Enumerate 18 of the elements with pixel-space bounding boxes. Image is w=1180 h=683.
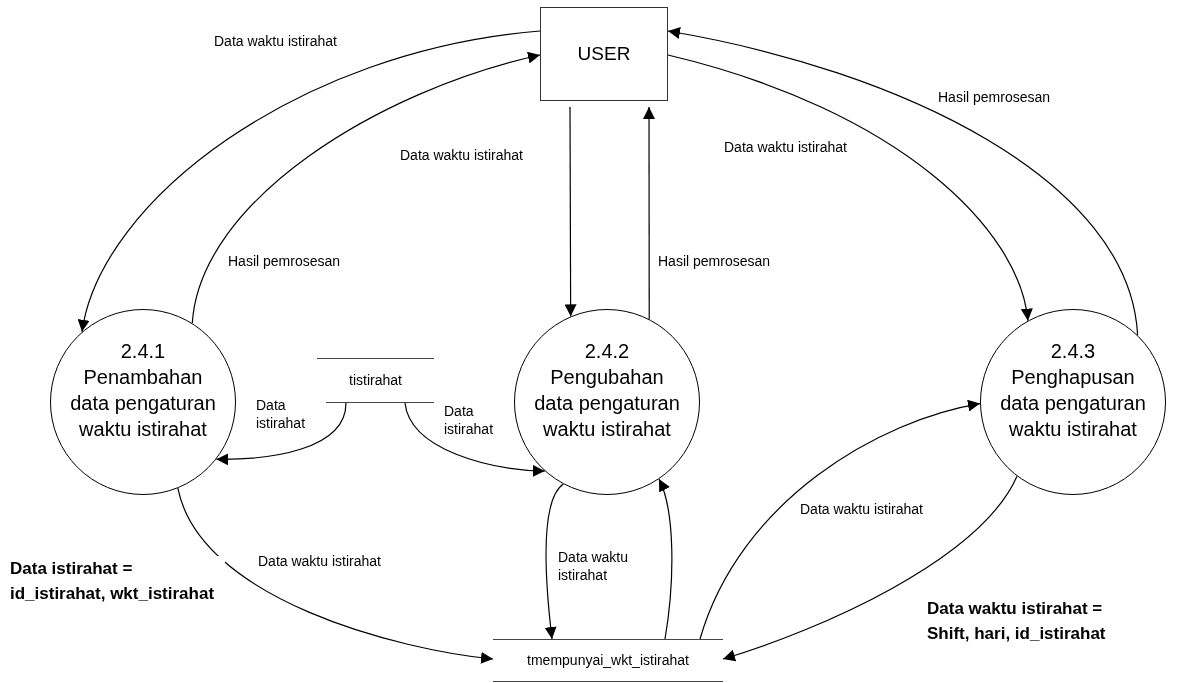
arrow	[191, 52, 541, 324]
data-store: tmempunyai_wkt_istirahat	[493, 639, 723, 682]
arrow	[177, 487, 494, 664]
arrow	[79, 30, 541, 333]
arrow	[215, 402, 347, 466]
arrow	[404, 402, 546, 477]
edge-label: Hasil pemrosesan	[228, 252, 341, 270]
arrow	[564, 106, 577, 317]
edge-label: Hasil pemrosesan	[658, 252, 771, 270]
arrow	[699, 400, 981, 640]
arrow	[722, 475, 1018, 662]
arrow	[667, 54, 1032, 322]
arrow	[544, 483, 564, 640]
entity-box: USER	[540, 7, 668, 101]
arrow	[643, 106, 655, 320]
arrow	[658, 478, 673, 640]
arrow	[667, 27, 1139, 336]
edge-label: Hasil pemrosesan	[938, 88, 1051, 106]
